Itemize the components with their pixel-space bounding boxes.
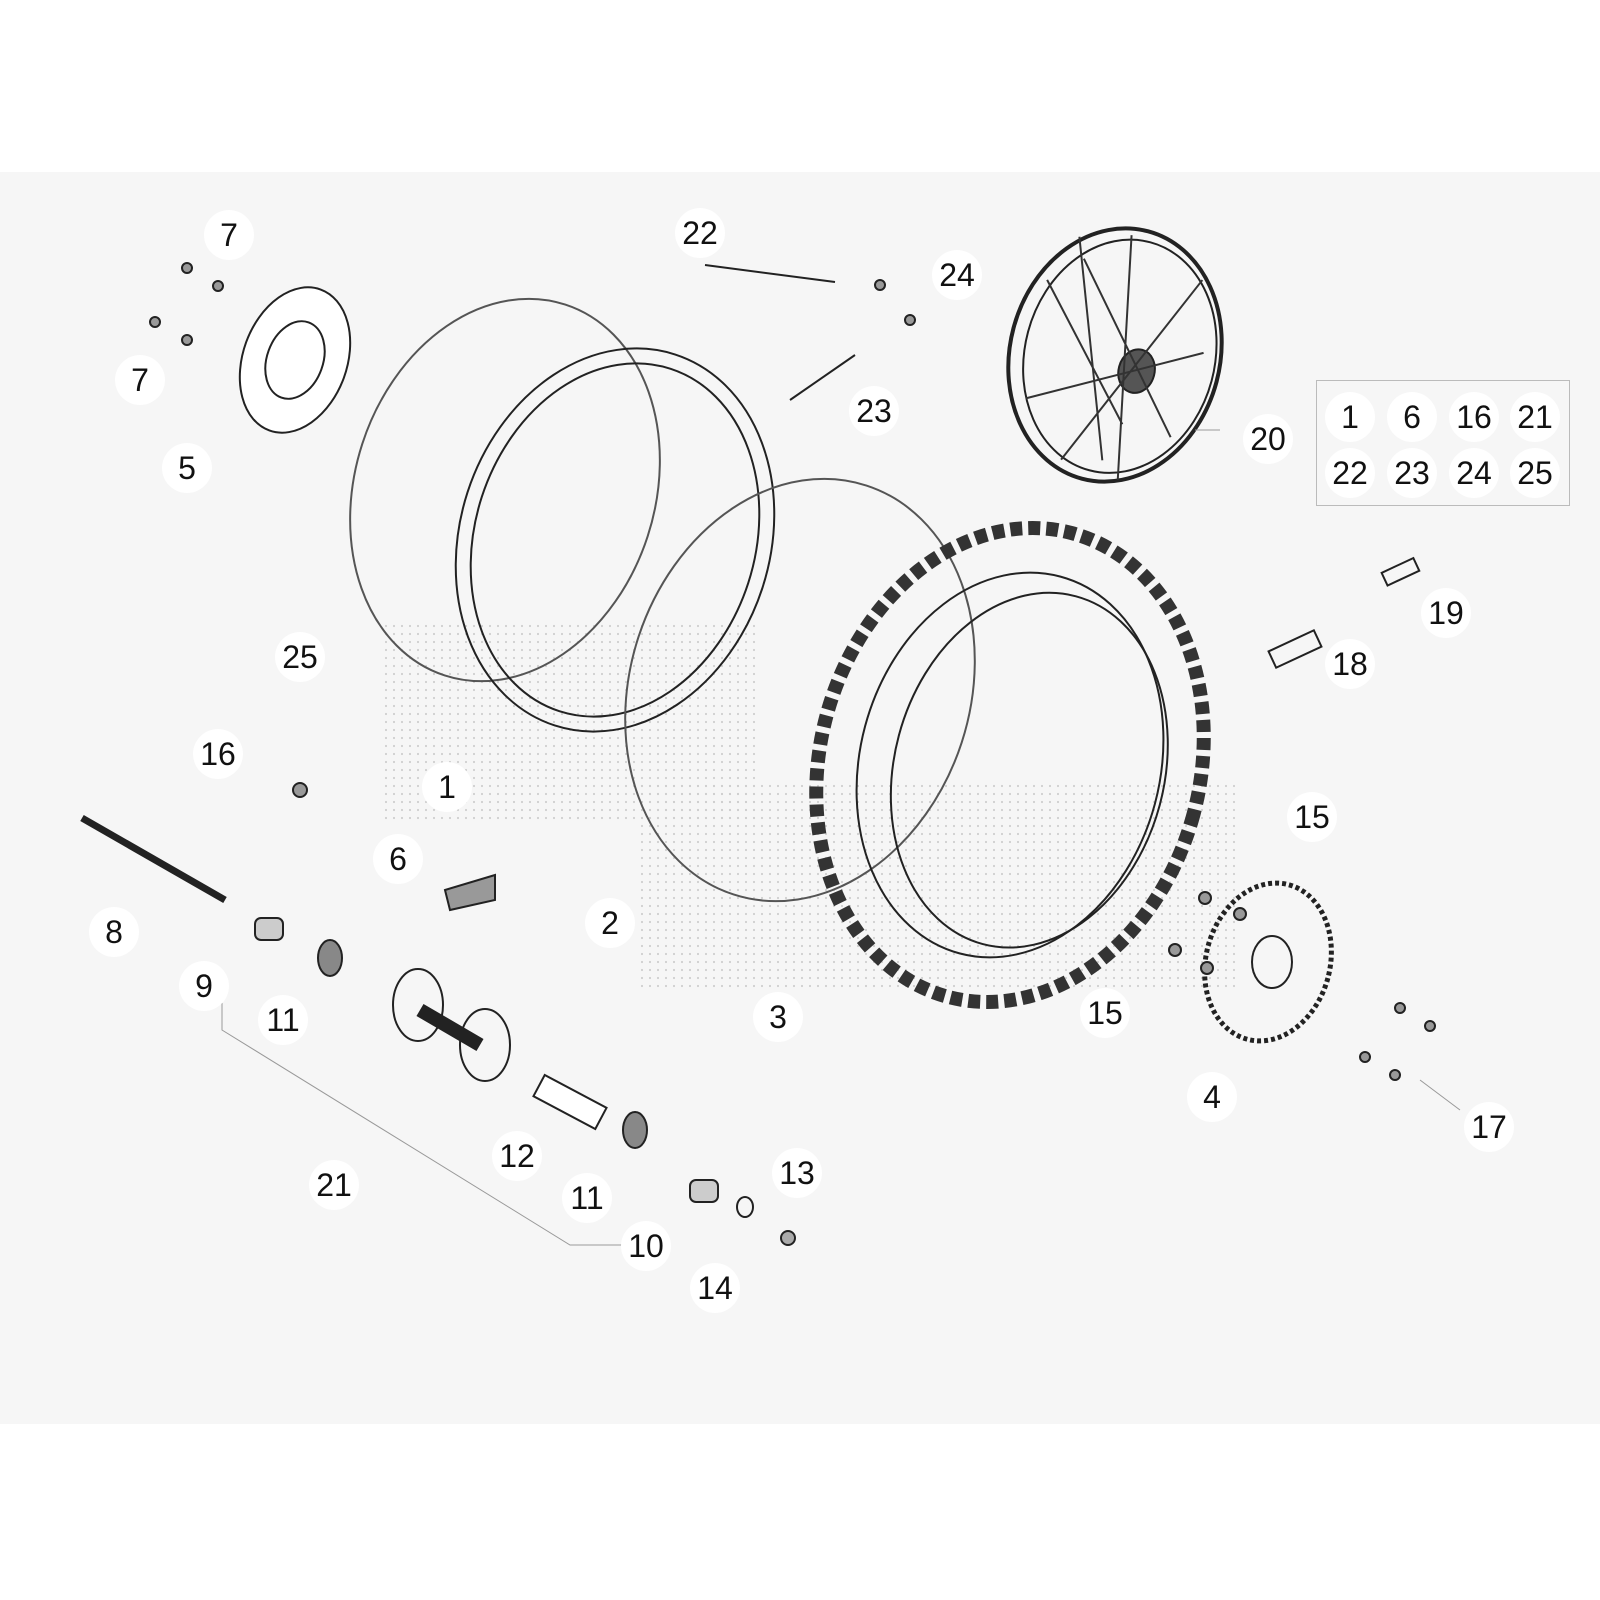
brake-disc — [238, 286, 352, 434]
callout-8: 8 — [89, 907, 139, 957]
callout-3: 3 — [753, 992, 803, 1042]
callout-12: 12 — [492, 1131, 542, 1181]
callout-15: 15 — [1080, 988, 1130, 1038]
rim-lock — [443, 873, 496, 912]
washer — [736, 1196, 754, 1218]
wheel-kit-contents-box: 1 6 16 21 22 23 24 25 — [1316, 380, 1570, 506]
bearing — [622, 1111, 648, 1149]
callout-10: 10 — [621, 1221, 671, 1271]
callout-2: 2 — [585, 898, 635, 948]
callout-17: 17 — [1464, 1102, 1514, 1152]
callout-20: 20 — [1243, 414, 1293, 464]
kit-item: 24 — [1449, 448, 1499, 498]
inner-tube — [624, 477, 976, 903]
spacer — [254, 917, 284, 941]
chain-link — [1380, 556, 1421, 587]
callout-19: 19 — [1421, 588, 1471, 638]
callout-21: 21 — [309, 1160, 359, 1210]
callout-7: 7 — [204, 210, 254, 260]
kit-item: 6 — [1387, 392, 1437, 442]
spacer — [689, 1179, 719, 1203]
callout-16: 16 — [193, 729, 243, 779]
callout-5: 5 — [162, 443, 212, 493]
chain-link — [1267, 628, 1323, 670]
spoke — [704, 264, 836, 283]
callout-11: 11 — [258, 995, 308, 1045]
tire — [809, 521, 1211, 1009]
callout-25: 25 — [275, 632, 325, 682]
kit-item: 16 — [1449, 392, 1499, 442]
callout-1: 1 — [422, 762, 472, 812]
callout-4: 4 — [1187, 1072, 1237, 1122]
callout-7: 7 — [115, 355, 165, 405]
kit-item: 21 — [1510, 392, 1560, 442]
kit-item: 1 — [1325, 392, 1375, 442]
axle — [80, 814, 227, 904]
spoke — [789, 354, 856, 401]
complete-wheel — [1006, 226, 1224, 484]
leader-lines — [221, 429, 1461, 1246]
rim-tape — [349, 297, 661, 683]
sleeve — [532, 1073, 608, 1131]
nut — [780, 1230, 796, 1246]
callout-23: 23 — [849, 386, 899, 436]
hub — [392, 968, 511, 1082]
callout-9: 9 — [179, 961, 229, 1011]
callout-14: 14 — [690, 1263, 740, 1313]
kit-item: 23 — [1387, 448, 1437, 498]
kit-item: 25 — [1510, 448, 1560, 498]
callout-18: 18 — [1325, 639, 1375, 689]
callout-6: 6 — [373, 834, 423, 884]
callout-15: 15 — [1287, 792, 1337, 842]
watermark — [380, 620, 1240, 990]
callout-24: 24 — [932, 250, 982, 300]
callout-13: 13 — [772, 1148, 822, 1198]
kit-item: 22 — [1325, 448, 1375, 498]
callout-11: 11 — [562, 1173, 612, 1223]
bearing — [317, 939, 343, 977]
rim — [454, 347, 776, 733]
callout-22: 22 — [675, 208, 725, 258]
